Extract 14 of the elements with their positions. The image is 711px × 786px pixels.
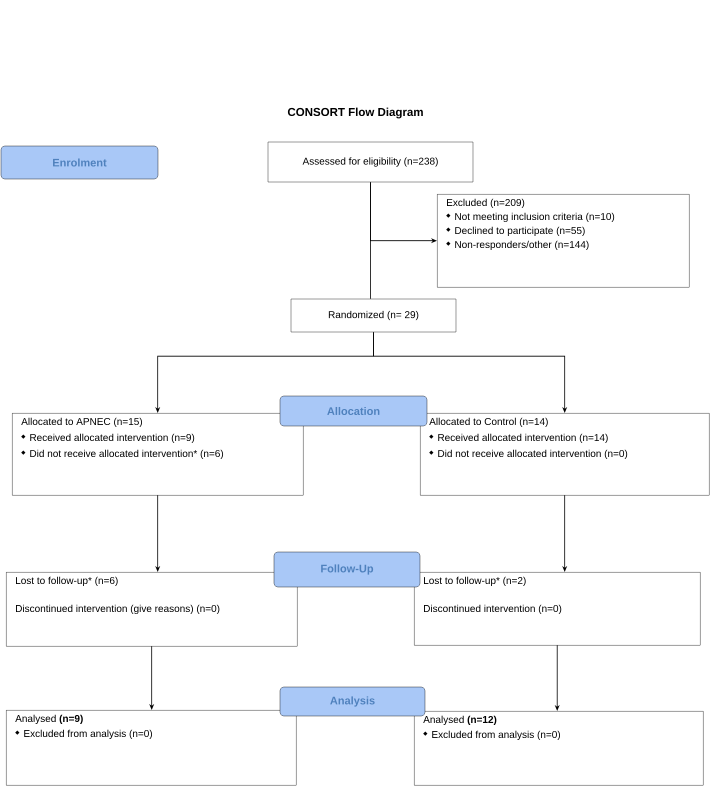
process-box: Lost to follow-up* (n=6) Discontinued intervention (give reasons) (n=0) bbox=[6, 572, 298, 646]
process-box: Randomized (n= 29) bbox=[290, 298, 456, 332]
process-box: Excluded (n=209) Not meeting inclusion criteria (n=10) Declined to participate (n=55) Non-responders/other (n=144) bbox=[437, 194, 690, 288]
process-box: Analysed (n=12) Excluded from analysis (n=0) bbox=[414, 711, 704, 786]
process-box: Allocated to Control (n=14) Received allocated intervention (n=14) Did not receive allocated intervention (n=0) bbox=[420, 413, 710, 496]
process-box: Analysed (n=9) Excluded from analysis (n=0) bbox=[6, 710, 296, 786]
process-box: Assessed for eligibility (n=238) bbox=[268, 142, 474, 182]
stage-box: Allocation bbox=[280, 396, 428, 426]
title: CONSORT Flow Diagram bbox=[288, 108, 423, 118]
process-box: Allocated to APNEC (n=15) Received allocated intervention (n=9) Did not receive allocated intervention* (n=6) bbox=[12, 413, 304, 496]
process-box: Lost to follow-up* (n=2) Discontinued intervention (n=0) bbox=[414, 572, 700, 646]
stage-box: Follow-Up bbox=[274, 552, 420, 588]
stage-box: Enrolment bbox=[0, 146, 158, 180]
stage-box: Analysis bbox=[280, 686, 426, 716]
